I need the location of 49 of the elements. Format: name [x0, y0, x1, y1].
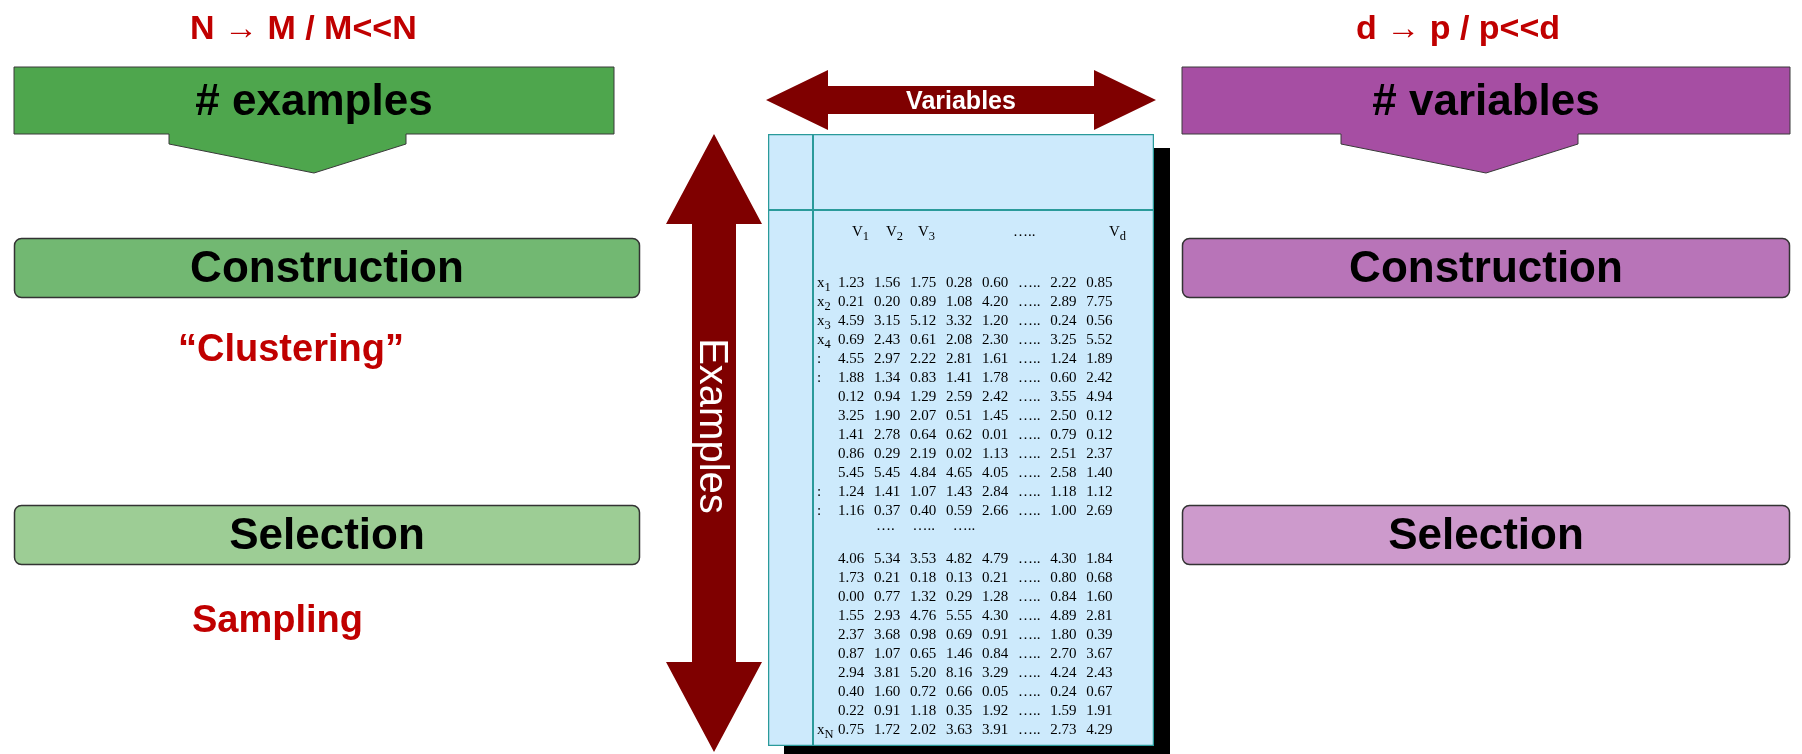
method-label: “Clustering”	[178, 327, 404, 370]
table-row: 0.12 0.94 1.29 2.59 2.42 ….. 3.55 4.94	[838, 387, 1113, 406]
process-box	[1182, 238, 1790, 298]
table-row: 1.23 1.56 1.75 0.28 0.60 ….. 2.22 0.85	[838, 273, 1113, 292]
table-row: 1.88 1.34 0.83 1.41 1.78 ….. 0.60 2.42	[838, 368, 1113, 387]
table-row: 0.22 0.91 1.18 0.35 1.92 ….. 1.59 1.91	[838, 701, 1113, 720]
table-row: 0.00 0.77 1.32 0.29 1.28 ….. 0.84 1.60	[838, 587, 1113, 606]
process-box	[14, 505, 640, 565]
arrow-label: Variables	[905, 86, 1017, 114]
box-title: Construction	[1348, 242, 1624, 292]
row-label: x$_{N}$	[817, 720, 834, 743]
arrow-label: Examples	[692, 337, 736, 516]
table-row: 1.73 0.21 0.18 0.13 0.21 ….. 0.80 0.68	[838, 568, 1113, 587]
method-label: Sampling	[192, 598, 364, 641]
ratio-label: N → M / M<<N	[190, 8, 417, 47]
process-box	[1182, 505, 1790, 565]
table-row: 3.25 1.90 2.07 0.51 1.45 ….. 2.50 0.12	[838, 406, 1113, 425]
process-box	[14, 238, 640, 298]
column-header: V$_{d}$	[1109, 222, 1127, 245]
box-title: # variables	[1371, 75, 1601, 125]
table-row: 0.87 1.07 0.65 1.46 0.84 ….. 2.70 3.67	[838, 644, 1113, 663]
row-label: :	[817, 368, 822, 387]
table-row: 0.75 1.72 2.02 3.63 3.91 ….. 2.73 4.29	[838, 720, 1113, 739]
row-label: :	[817, 501, 822, 520]
box-title: # examples	[194, 75, 434, 125]
table-row: 1.41 2.78 0.64 0.62 0.01 ….. 0.79 0.12	[838, 425, 1113, 444]
column-header: …..	[1013, 222, 1036, 241]
table-row: 1.55 2.93 4.76 5.55 4.30 ….. 4.89 2.81	[838, 606, 1113, 625]
header-arrow-box	[1182, 67, 1790, 175]
column-header: V$_{2}$	[886, 222, 904, 245]
table-row: 1.24 1.41 1.07 1.43 2.84 ….. 1.18 1.12	[838, 482, 1113, 501]
table-row: 5.45 5.45 4.84 4.65 4.05 ….. 2.58 1.40	[838, 463, 1113, 482]
table-row: 2.37 3.68 0.98 0.69 0.91 ….. 1.80 0.39	[838, 625, 1113, 644]
column-header: V$_{1}$	[852, 222, 870, 245]
header-arrow-box	[14, 67, 614, 175]
table-row: 0.40 1.60 0.72 0.66 0.05 ….. 0.24 0.67	[838, 682, 1113, 701]
table-row: 4.55 2.97 2.22 2.81 1.61 ….. 1.24 1.89	[838, 349, 1113, 368]
box-title: Construction	[189, 242, 465, 292]
row-label: :	[817, 482, 822, 501]
box-title: Selection	[228, 509, 426, 559]
table-row: 4.06 5.34 3.53 4.82 4.79 ….. 4.30 1.84	[838, 549, 1113, 568]
table-row: 0.21 0.20 0.89 1.08 4.20 ….. 2.89 7.75	[838, 292, 1113, 311]
table-row: 0.86 0.29 2.19 0.02 1.13 ….. 2.51 2.37	[838, 444, 1113, 463]
table-row: 0.69 2.43 0.61 2.08 2.30 ….. 3.25 5.52	[838, 330, 1113, 349]
table-row: 2.94 3.81 5.20 8.16 3.29 ….. 4.24 2.43	[838, 663, 1113, 682]
column-header: V$_{3}$	[918, 222, 936, 245]
box-title: Selection	[1387, 509, 1585, 559]
table-row: 4.59 3.15 5.12 3.32 1.20 ….. 0.24 0.56	[838, 311, 1113, 330]
ratio-label: d → p / p<<d	[1356, 8, 1561, 47]
